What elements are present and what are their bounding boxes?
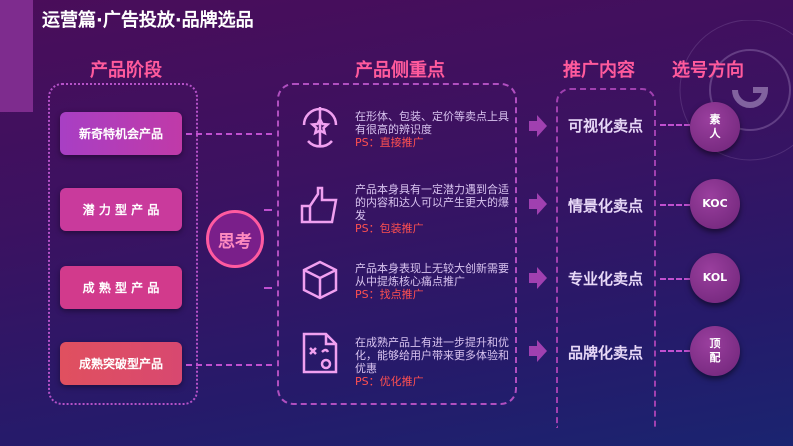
thumbs-up-icon xyxy=(300,186,338,224)
connector xyxy=(660,350,690,352)
stage-button-mature[interactable]: 成 熟 型 产 品 xyxy=(60,266,182,309)
promo-box xyxy=(556,88,656,428)
connector xyxy=(264,287,272,289)
arrow-right-icon xyxy=(529,267,547,289)
header-stage: 产品阶段 xyxy=(90,60,162,81)
promo-professional: 专业化卖点 xyxy=(568,270,644,288)
focus-box xyxy=(277,83,517,405)
page-title: 运营篇·广告投放·品牌选品 xyxy=(42,10,254,31)
header-focus: 产品侧重点 xyxy=(355,60,445,81)
promo-scenario: 情景化卖点 xyxy=(568,197,644,215)
think-badge: 思考 xyxy=(206,210,264,268)
promo-brand: 品牌化卖点 xyxy=(568,344,644,362)
stage-box xyxy=(48,83,198,405)
arrow-right-icon xyxy=(529,193,547,215)
stage-button-novel[interactable]: 新奇特机会产品 xyxy=(60,112,182,155)
connector xyxy=(264,209,272,211)
stage-button-potential[interactable]: 潜 力 型 产 品 xyxy=(60,188,182,231)
account-top: 顶配 xyxy=(690,326,740,376)
promo-visual: 可视化卖点 xyxy=(568,117,644,135)
header-promo: 推广内容 xyxy=(563,60,635,81)
balance-star-icon xyxy=(302,107,338,148)
cube-icon xyxy=(302,260,338,300)
sidebar-accent xyxy=(0,0,33,112)
account-koc: KOC xyxy=(690,179,740,229)
account-kol: KOL xyxy=(690,253,740,303)
account-amateur: 素人 xyxy=(690,102,740,152)
arrow-right-icon xyxy=(529,115,547,137)
connector xyxy=(660,278,690,280)
tactics-document-icon xyxy=(302,332,338,374)
stage-button-breakthrough[interactable]: 成熟突破型产品 xyxy=(60,342,182,385)
decorative-rings xyxy=(679,20,793,161)
connector xyxy=(186,364,272,366)
connector xyxy=(660,124,690,126)
connector xyxy=(660,204,690,206)
connector xyxy=(186,133,272,135)
header-account: 选号方向 xyxy=(672,60,744,81)
arrow-right-icon xyxy=(529,340,547,362)
